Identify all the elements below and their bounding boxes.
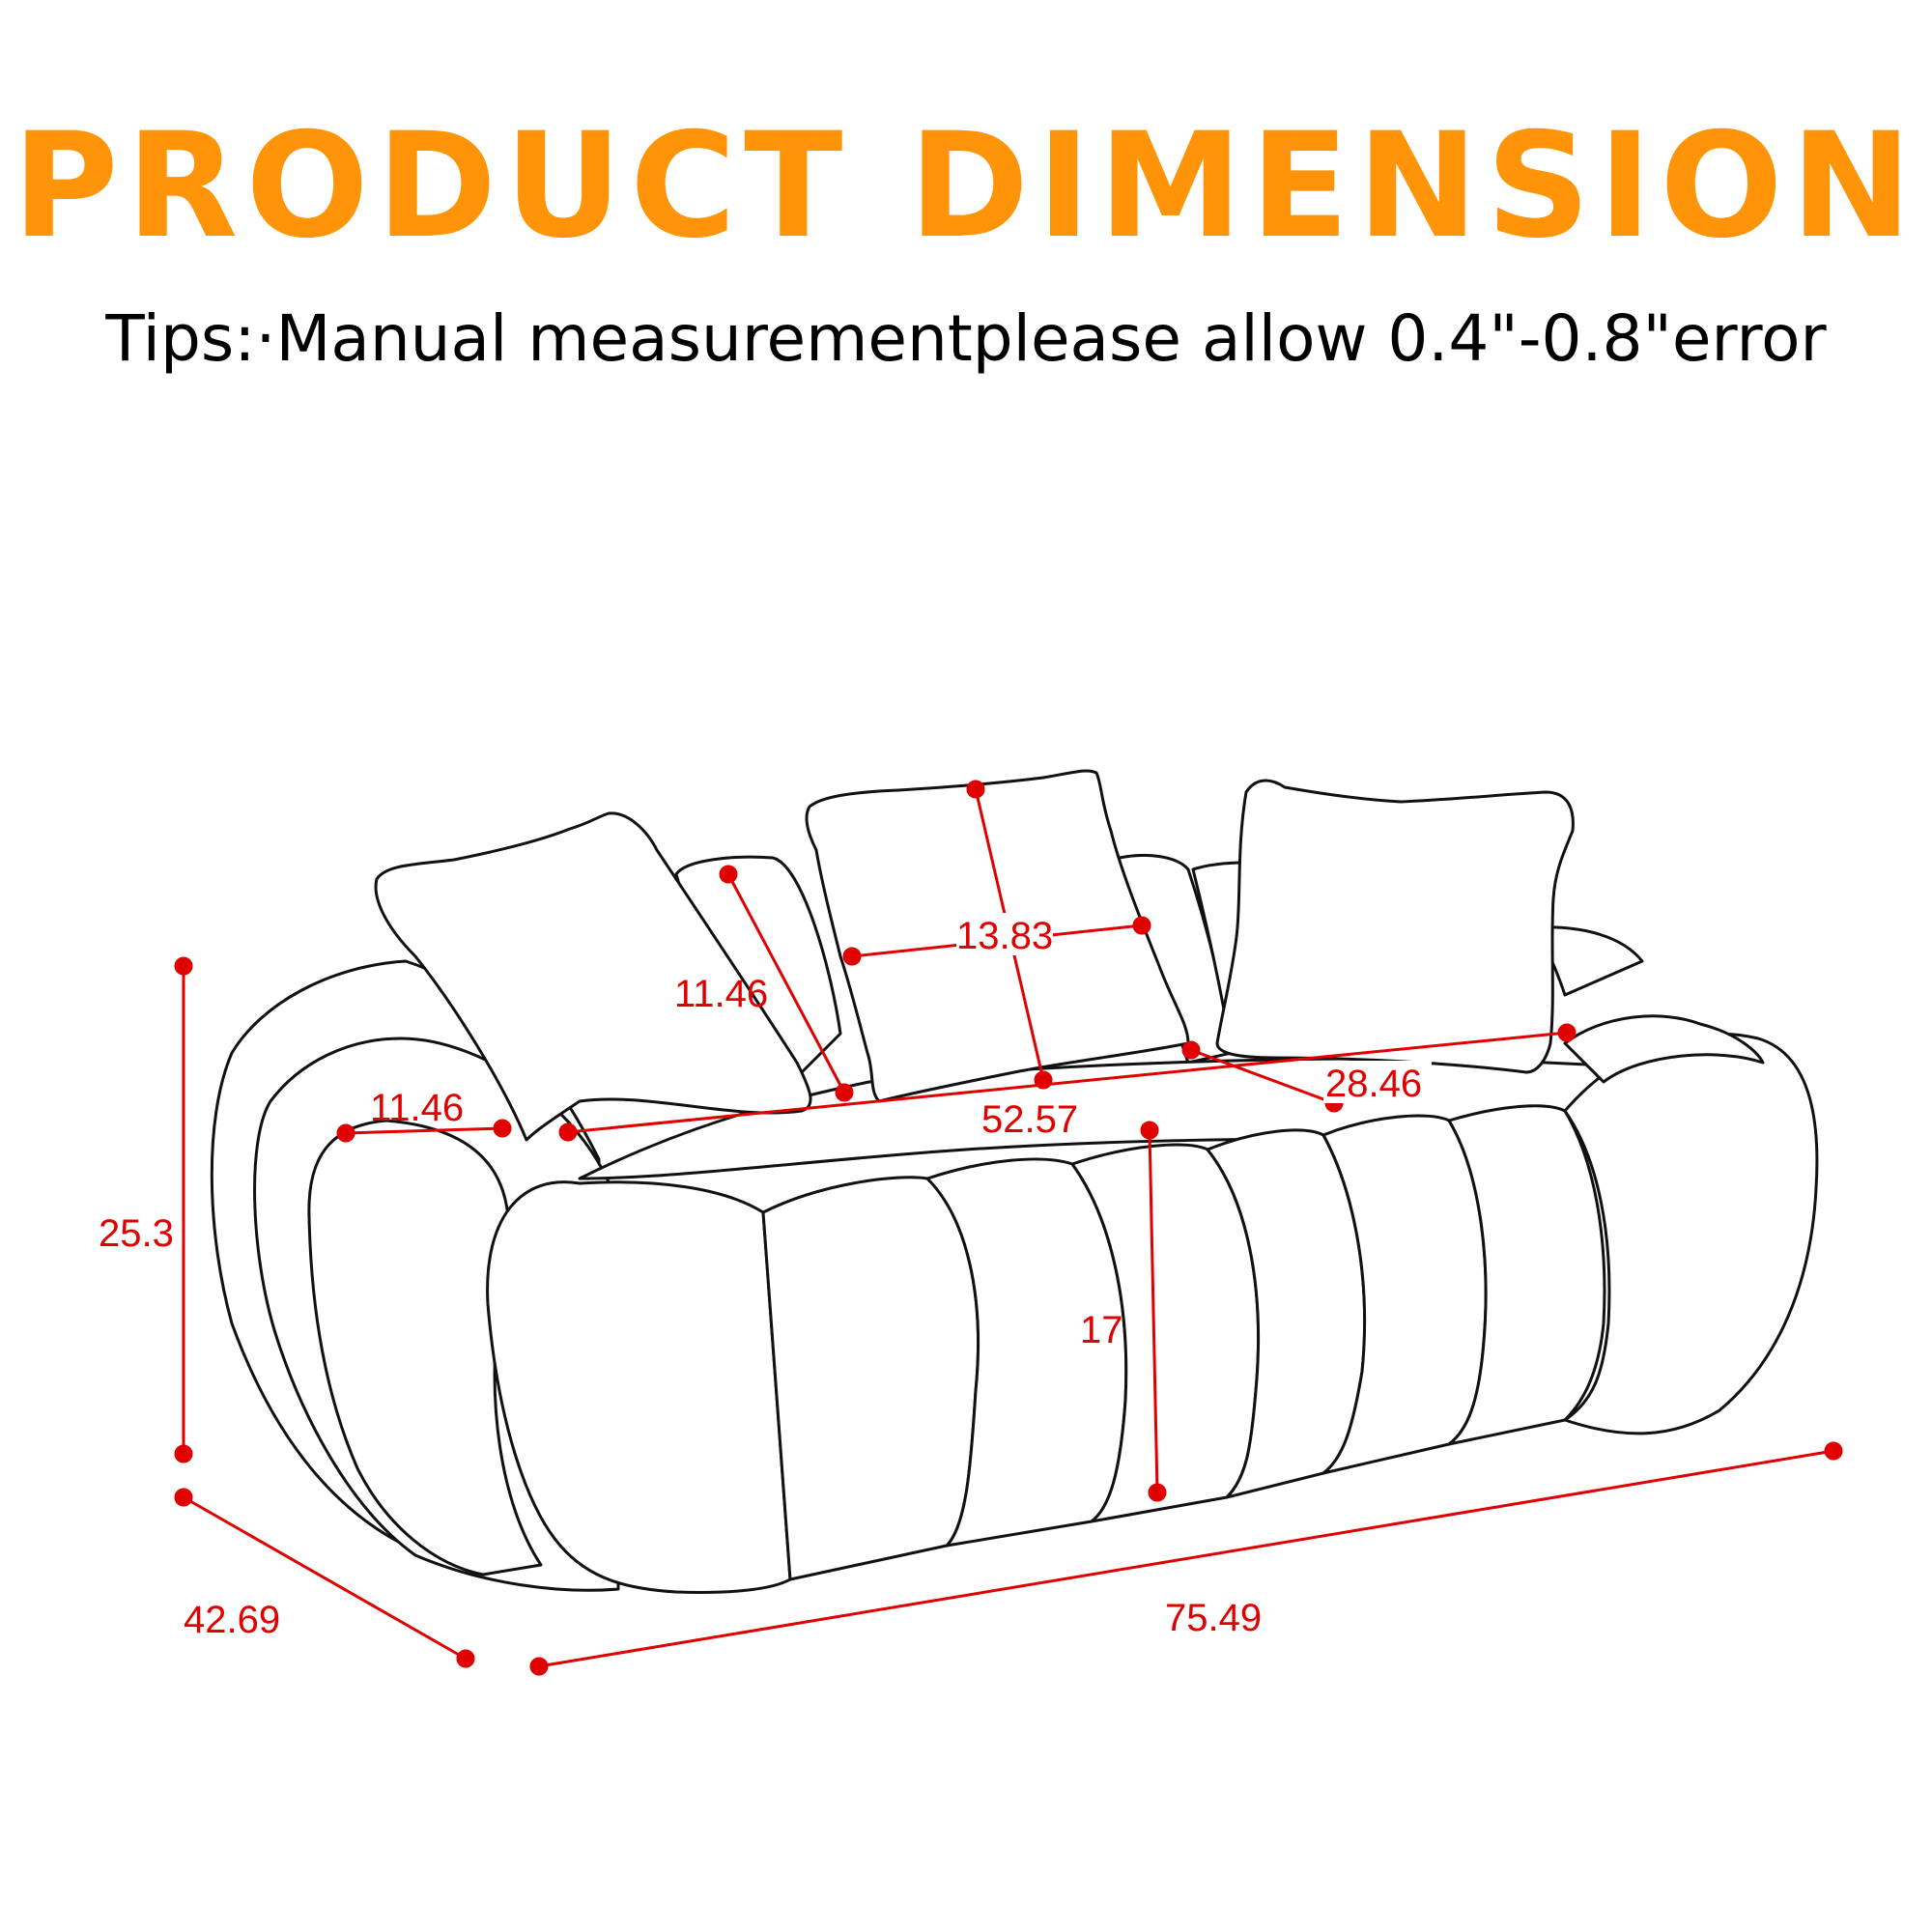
dimension-point	[1140, 1121, 1159, 1140]
dimension-point	[336, 1123, 355, 1143]
dimension-point	[1148, 1483, 1167, 1502]
dimension-point	[493, 1119, 512, 1138]
dimension-point	[966, 780, 985, 799]
arm-width-line	[345, 1126, 503, 1135]
seat-segment-1	[486, 1180, 792, 1594]
pillow-height-line	[726, 873, 846, 1094]
dimension-point	[1181, 1040, 1201, 1060]
overall-width-label: 75.49	[1165, 1597, 1262, 1639]
dimension-point	[174, 1444, 193, 1463]
page-title: PRODUCT DIMENSION	[12, 102, 1920, 270]
depth-label: 42.69	[184, 1599, 280, 1641]
right-arm-outer	[1563, 1032, 1819, 1435]
pillow-width-label: 13.83	[956, 915, 1053, 957]
dimension-lines	[174, 780, 1843, 1676]
dimension-point	[719, 865, 738, 884]
seat-height-line	[1148, 1129, 1159, 1493]
dimension-point	[1824, 1441, 1843, 1461]
seat-segment-2	[761, 1176, 980, 1581]
seat-height-label: 17	[1080, 1309, 1123, 1351]
pillow-left	[374, 811, 812, 1142]
dimension-point	[174, 956, 193, 976]
dimension-point	[174, 1488, 193, 1507]
seat-width-label: 52.57	[981, 1098, 1078, 1141]
overall-height-label: 25.3	[99, 1212, 174, 1255]
overall-width-line	[538, 1449, 1834, 1668]
pillow-height-label: 11.46	[674, 973, 768, 1015]
depth-line	[183, 1495, 467, 1661]
dimension-point	[1132, 916, 1151, 935]
dimension-point	[835, 1083, 854, 1102]
right-arm-back	[1563, 1014, 1765, 1084]
dimension-point	[842, 947, 862, 966]
dimension-point	[529, 1657, 549, 1676]
seat-depth-label: 28.46	[1325, 1063, 1422, 1105]
seat-width-line	[567, 1031, 1568, 1134]
sofa-outline	[210, 769, 1819, 1594]
dimension-labels: 13.83 28.46 11.46 11.46 52.57 25.3 17 42…	[99, 913, 1432, 1641]
dimension-point	[456, 1649, 475, 1668]
arm-width-label: 11.46	[370, 1087, 464, 1129]
seat-depth-line	[1190, 1048, 1335, 1105]
pillow-right	[1215, 779, 1575, 1074]
tips-text: Tips:·Manual measurementplease allow 0.4…	[105, 301, 1827, 376]
dimension-point	[1034, 1070, 1053, 1090]
dimension-point	[1557, 1023, 1577, 1042]
dimension-point	[558, 1122, 578, 1142]
